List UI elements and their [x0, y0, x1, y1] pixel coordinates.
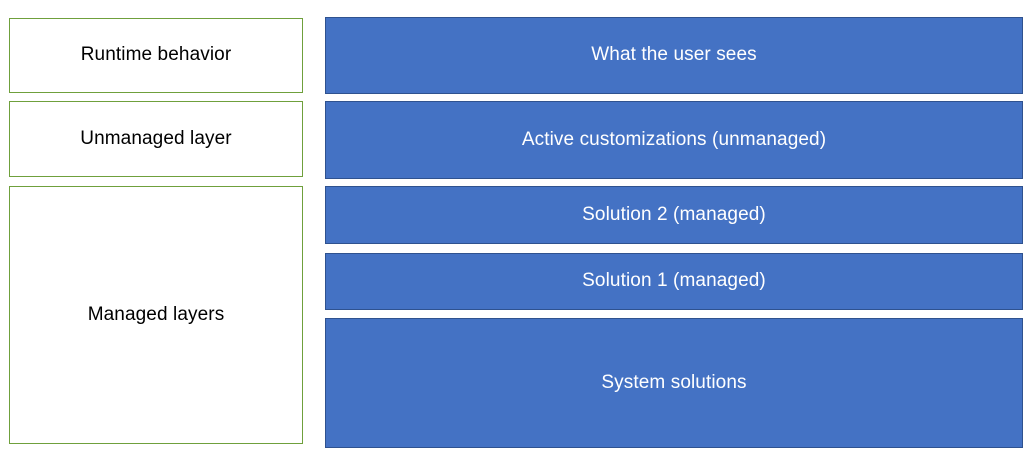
layer-group-label: Managed layers — [87, 303, 225, 325]
solution-block-system-solutions: System solutions — [325, 318, 1023, 448]
layer-group-label: Runtime behavior — [80, 44, 232, 66]
solution-block-active-customizations: Active customizations (unmanaged) — [325, 101, 1023, 179]
solution-block-solution-2: Solution 2 (managed) — [325, 186, 1023, 244]
layer-group-unmanaged-layer: Unmanaged layer — [9, 101, 303, 177]
solution-block-solution-1: Solution 1 (managed) — [325, 253, 1023, 310]
layer-group-managed-layers: Managed layers — [9, 186, 303, 444]
solution-block-label: System solutions — [601, 371, 747, 393]
solution-block-label: Solution 1 (managed) — [582, 270, 766, 292]
layer-group-runtime-behavior: Runtime behavior — [9, 18, 303, 93]
solution-block-what-the-user-sees: What the user sees — [325, 17, 1023, 94]
solution-block-label: Solution 2 (managed) — [582, 203, 766, 225]
solution-block-label: Active customizations (unmanaged) — [521, 128, 827, 150]
layer-group-label: Unmanaged layer — [80, 127, 232, 149]
solution-block-label: What the user sees — [591, 44, 757, 66]
